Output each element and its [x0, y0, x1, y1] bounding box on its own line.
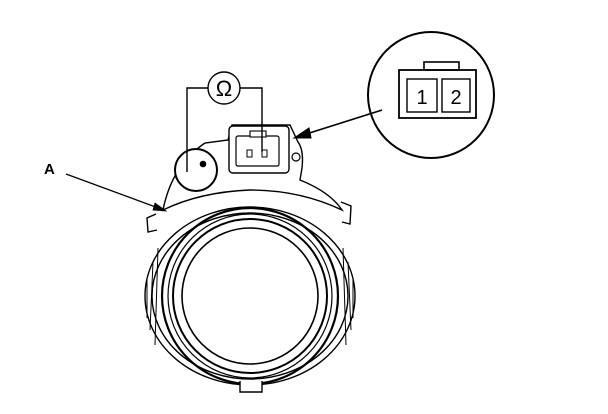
housing-outer-rim [144, 206, 356, 386]
callout-pin-1-box [406, 78, 438, 113]
upper-housing [162, 124, 344, 212]
ring-3 [172, 218, 328, 374]
ring-2 [167, 213, 333, 379]
ohmmeter-symbol: Ω [216, 76, 232, 101]
label-a-leader [65, 173, 168, 212]
pin-label-1: 1 [416, 87, 427, 109]
coil-terminal-dot [199, 160, 207, 168]
callout-leader-line [299, 109, 383, 137]
callout-pin-2-box [441, 78, 471, 113]
probe-lead-left [186, 87, 208, 172]
callout-arrowhead [292, 127, 312, 139]
housing-left-ridges [146, 247, 159, 346]
callout-circle [367, 31, 495, 159]
probe-lead-right [240, 87, 263, 152]
right-tab [340, 201, 352, 225]
ohmmeter-symbol-circle [207, 71, 241, 105]
ring-inner [181, 227, 319, 365]
connector-callout [292, 31, 495, 159]
pin-label-2: 2 [450, 87, 461, 109]
ohmmeter-wiring [186, 71, 263, 172]
label-a-arrowhead [152, 202, 168, 212]
callout-label-a: A [44, 161, 55, 178]
coil-ring-assembly [144, 201, 356, 393]
connector-body [235, 135, 280, 167]
left-tab [146, 213, 158, 233]
bottom-tab [239, 381, 263, 393]
connector-pin-right [261, 149, 268, 158]
housing-screw [291, 152, 301, 162]
callout-connector-key [423, 61, 460, 71]
housing-right-ridges [342, 247, 354, 346]
connector-pin-left [246, 149, 253, 158]
coil-circle [174, 148, 218, 192]
connector-latch [249, 130, 267, 138]
